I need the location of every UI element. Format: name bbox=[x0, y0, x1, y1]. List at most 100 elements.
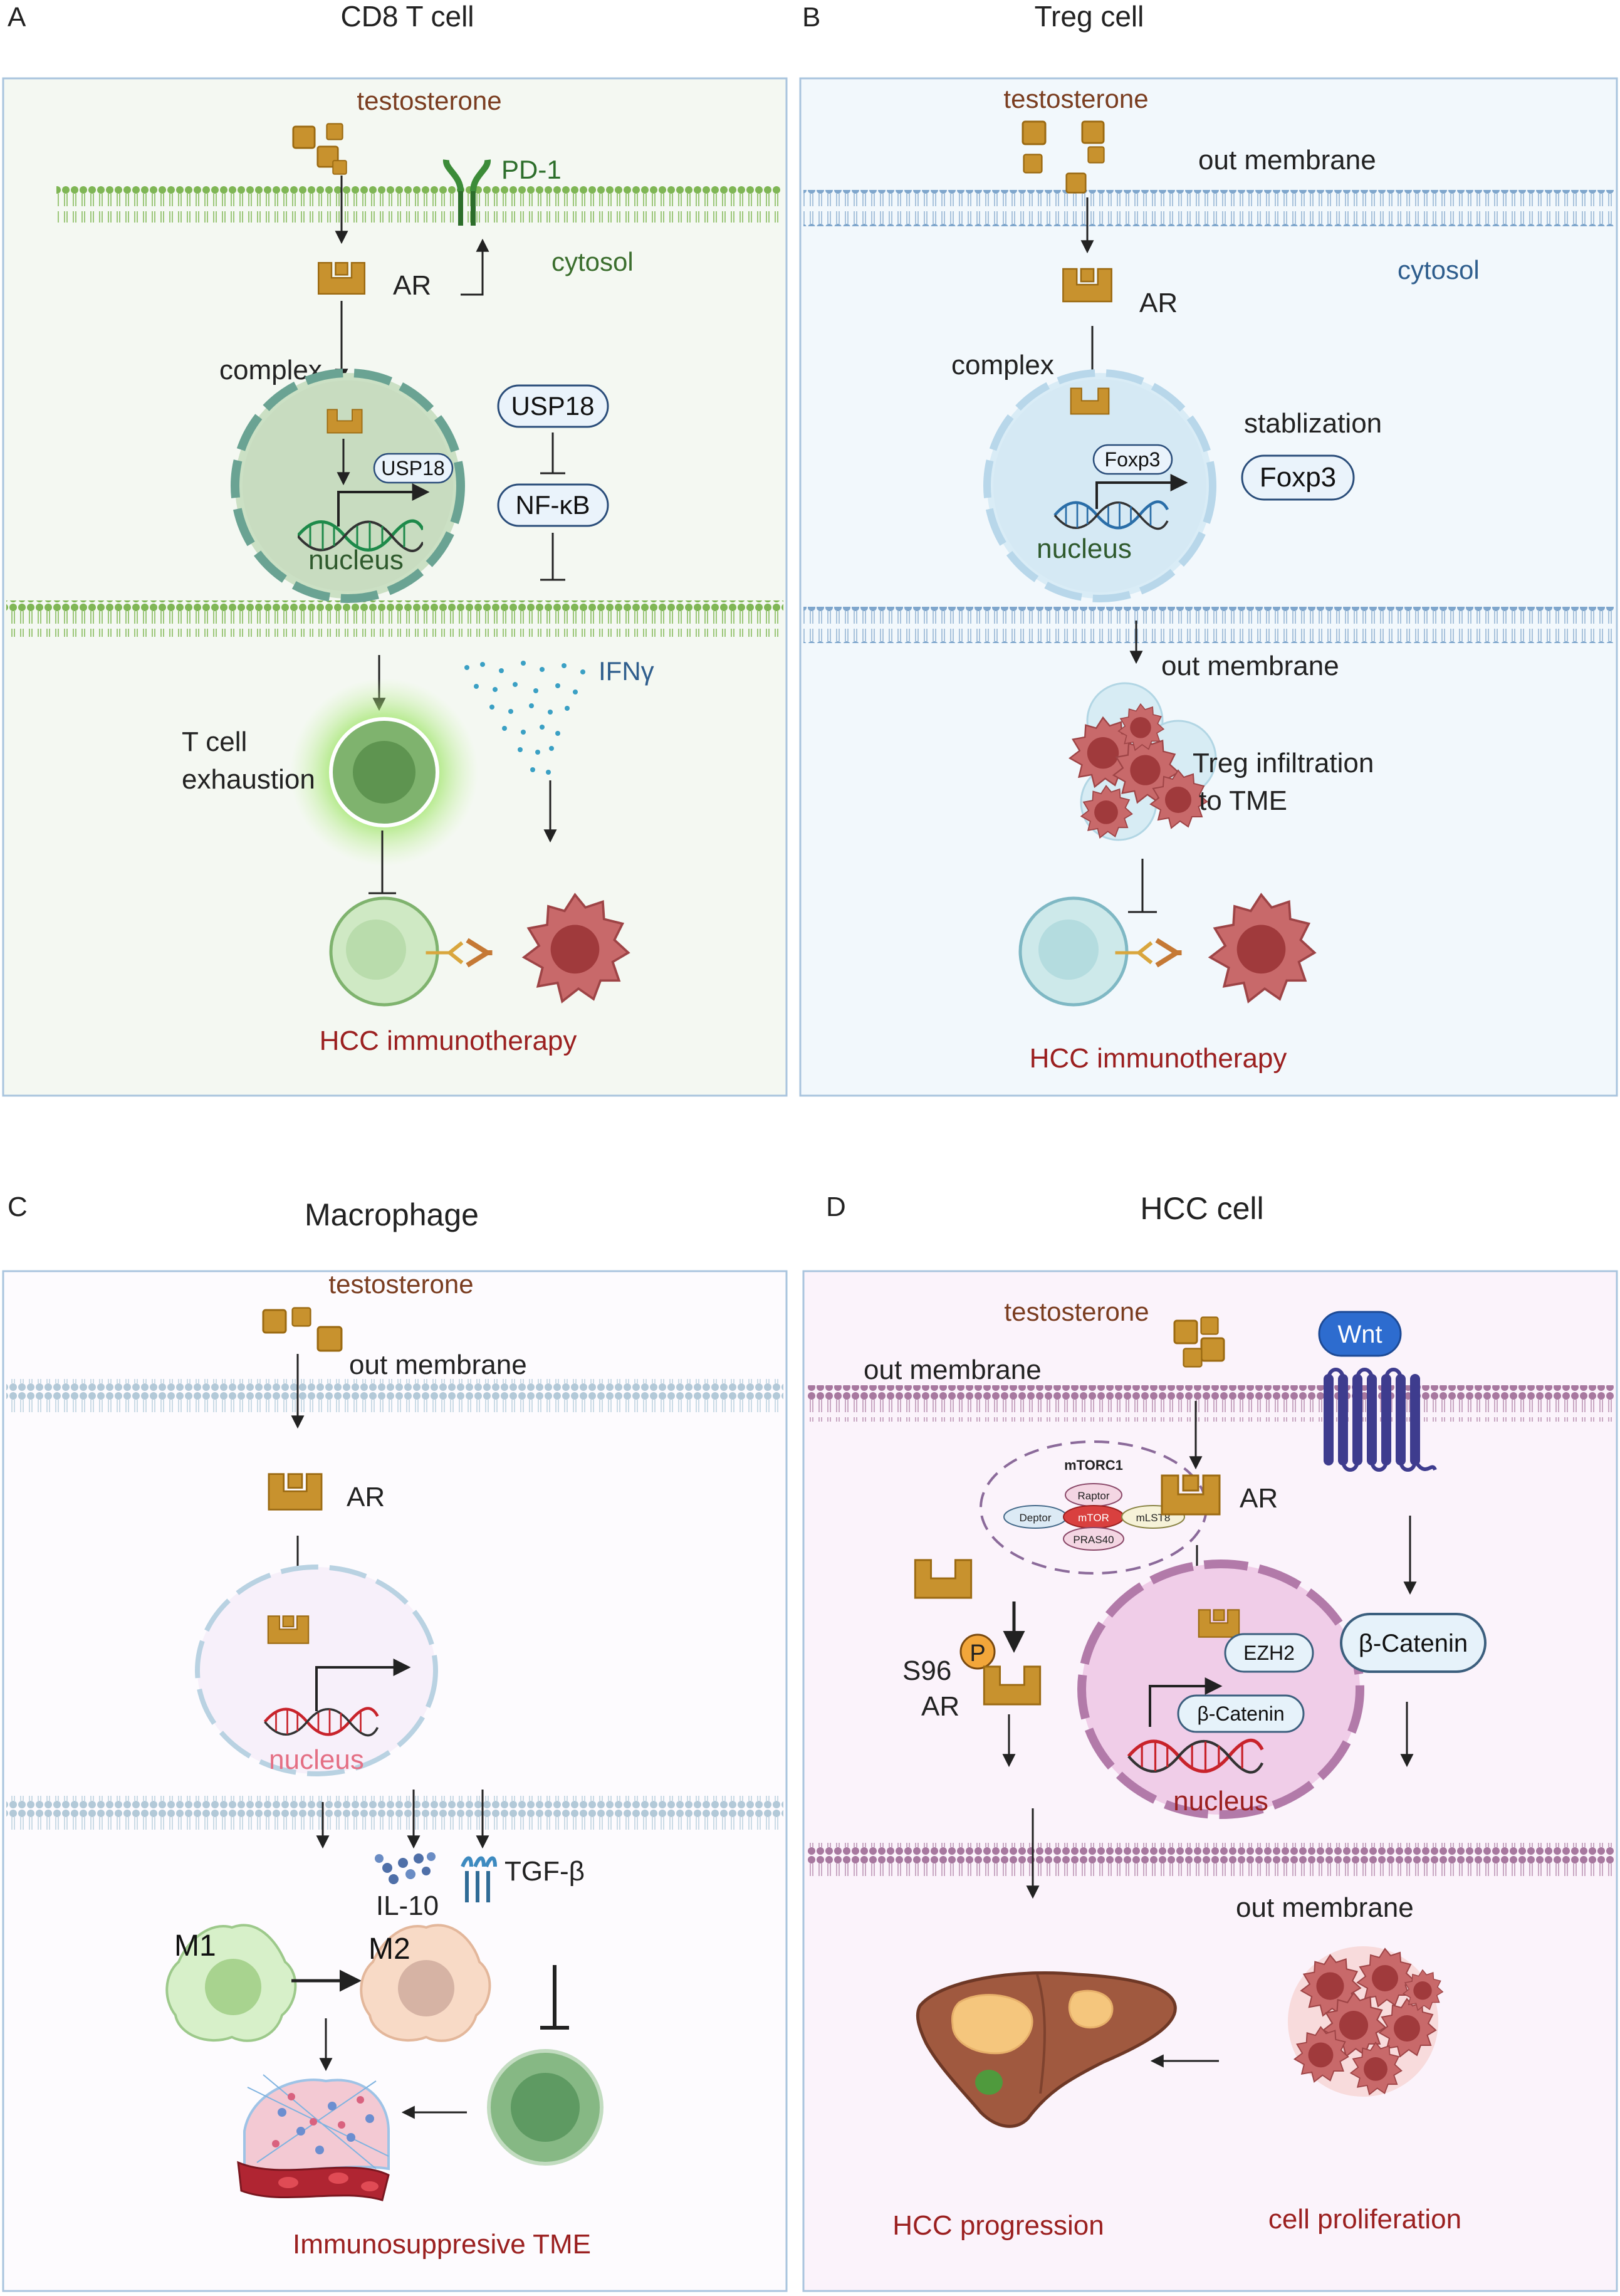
beta-catenin-cytosol-label: β-Catenin bbox=[1359, 1630, 1468, 1657]
ar-label-phospho: AR bbox=[921, 1691, 959, 1722]
cd8-t-cell-icon bbox=[487, 2049, 604, 2166]
foxp3-protein-label: Foxp3 bbox=[1260, 462, 1336, 493]
il10-label: IL-10 bbox=[376, 1890, 439, 1921]
exhaustion-line2: exhaustion bbox=[182, 764, 315, 795]
panel-d: D HCC cell testosterone out membrane Wnt… bbox=[802, 1191, 1618, 2292]
usp18-gene-label: USP18 bbox=[381, 457, 444, 480]
panel-b-outcome: HCC immunotherapy bbox=[1030, 1043, 1287, 1074]
out-membrane-label-2: out membrane bbox=[1236, 1892, 1414, 1923]
wnt-label: Wnt bbox=[1337, 1321, 1382, 1348]
beta-catenin-nuclear-badge bbox=[1177, 1694, 1305, 1733]
usp18-protein-label: USP18 bbox=[511, 391, 594, 421]
deptor-label: Deptor bbox=[1019, 1512, 1051, 1524]
androgen-receptor-icon bbox=[317, 261, 366, 295]
panel-b-membrane-bottom bbox=[803, 607, 1614, 643]
ar-label-top: AR bbox=[1240, 1483, 1278, 1514]
m1-label: M1 bbox=[174, 1929, 216, 1963]
mtor-label: mTOR bbox=[1078, 1512, 1109, 1524]
cell-proliferation-label: cell proliferation bbox=[1268, 2204, 1461, 2235]
treg-infiltration-line1: Treg infiltration bbox=[1193, 748, 1374, 778]
ezh2-label: EZH2 bbox=[1243, 1642, 1295, 1664]
panel-b-frame bbox=[799, 77, 1618, 1097]
t-cell-icon bbox=[329, 896, 439, 1007]
ar-label: AR bbox=[1139, 288, 1178, 318]
panel-c-membrane-bottom bbox=[6, 1796, 783, 1832]
complex-label: complex bbox=[951, 350, 1054, 380]
pd1-label: PD-1 bbox=[501, 155, 562, 184]
testosterone-label: testosterone bbox=[1003, 84, 1148, 113]
ar-label: AR bbox=[347, 1482, 385, 1512]
testosterone-label: testosterone bbox=[357, 86, 501, 115]
m2-macrophage-icon bbox=[360, 1924, 491, 2042]
pd1-receptor-icon bbox=[443, 159, 491, 226]
ar-in-nucleus-icon bbox=[1198, 1609, 1240, 1638]
panel-a-outcome: HCC immunotherapy bbox=[320, 1025, 577, 1056]
il10-particles bbox=[375, 1852, 436, 1884]
s96-label: S96 bbox=[902, 1655, 951, 1686]
panel-a: A CD8 T cell testosterone AR PD-1 cytoso… bbox=[2, 0, 788, 1097]
phospho-badge bbox=[959, 1633, 996, 1670]
nfkb-box bbox=[497, 483, 609, 527]
panel-c-frame bbox=[2, 1270, 788, 2292]
out-membrane-label-2: out membrane bbox=[1161, 651, 1339, 681]
androgen-receptor-icon bbox=[1161, 1474, 1221, 1516]
complex-label: complex bbox=[219, 355, 322, 385]
m2-label: M2 bbox=[368, 1932, 410, 1966]
stablization-label: stablization bbox=[1244, 408, 1382, 439]
usp18-protein-box bbox=[497, 384, 609, 428]
tumor-microenvironment-icon bbox=[237, 2074, 390, 2201]
raptor-label: Raptor bbox=[1077, 1490, 1109, 1502]
panel-b-letter: B bbox=[802, 2, 820, 33]
nucleus-c-label: nucleus bbox=[269, 1744, 364, 1775]
proliferating-tumor-cluster-icon bbox=[1288, 1946, 1443, 2097]
panel-a-membrane-bottom bbox=[6, 600, 783, 637]
panel-a-membrane-top bbox=[56, 186, 780, 223]
foxp3-gene-badge bbox=[1092, 444, 1173, 475]
tgf-beta-receptor-icon bbox=[461, 1856, 497, 1902]
panel-b: B Treg cell testosterone out membrane cy… bbox=[799, 0, 1618, 1097]
hcc-progression-label: HCC progression bbox=[892, 2210, 1104, 2241]
panel-c-letter: C bbox=[8, 1192, 28, 1222]
foxp3-protein-box bbox=[1241, 454, 1355, 501]
cytosol-label: cytosol bbox=[551, 247, 634, 276]
mtorc1-label: mTORC1 bbox=[1064, 1457, 1123, 1473]
phospho-label: P bbox=[969, 1640, 985, 1667]
panel-d-title: HCC cell bbox=[1140, 1191, 1263, 1226]
androgen-receptor-icon bbox=[268, 1473, 323, 1511]
panel-a-letter: A bbox=[8, 2, 26, 33]
panel-d-letter: D bbox=[826, 1192, 846, 1222]
tgf-beta-label: TGF-β bbox=[504, 1856, 585, 1887]
nucleus-b bbox=[983, 369, 1216, 602]
panel-b-title: Treg cell bbox=[1035, 0, 1144, 33]
panel-c-membrane-top bbox=[6, 1379, 783, 1415]
panel-b-membrane-top bbox=[803, 190, 1614, 226]
ifng-label: IFNγ bbox=[598, 656, 654, 686]
wnt-frizzled-receptor-icon bbox=[1318, 1311, 1437, 1472]
nucleus-d-label: nucleus bbox=[1173, 1786, 1268, 1816]
panel-c-outcome: Immunosuppresive TME bbox=[293, 2229, 591, 2260]
nucleus-b-label: nucleus bbox=[1037, 533, 1132, 564]
panel-d-membrane-top bbox=[807, 1385, 1614, 1422]
beta-catenin-nuclear-label: β-Catenin bbox=[1197, 1702, 1284, 1725]
nucleus-a-label: nucleus bbox=[308, 545, 404, 575]
testosterone-label: testosterone bbox=[328, 1269, 473, 1299]
panel-c-title: Macrophage bbox=[305, 1197, 479, 1232]
ar-label: AR bbox=[393, 270, 431, 301]
treg-cluster-icon bbox=[1069, 682, 1217, 841]
panel-c: C Macrophage testosterone out membrane A… bbox=[2, 1192, 788, 2292]
m1-macrophage-icon bbox=[165, 1924, 297, 2042]
panel-a-title: CD8 T cell bbox=[340, 0, 474, 33]
panel-d-membrane-bottom bbox=[807, 1843, 1614, 1879]
liver-icon bbox=[916, 1971, 1177, 2128]
nucleus-d bbox=[1077, 1559, 1364, 1819]
usp18-gene-badge bbox=[373, 453, 454, 484]
out-membrane-label: out membrane bbox=[349, 1350, 527, 1380]
androgen-receptor-icon bbox=[1062, 268, 1112, 303]
exhaustion-line1: T cell bbox=[182, 726, 247, 757]
ar-in-nucleus-icon bbox=[267, 1615, 310, 1644]
out-membrane-label: out membrane bbox=[864, 1355, 1042, 1385]
exhausted-t-cell-icon bbox=[329, 717, 439, 827]
ezh2-badge bbox=[1224, 1633, 1314, 1673]
cytosol-label: cytosol bbox=[1398, 255, 1480, 285]
